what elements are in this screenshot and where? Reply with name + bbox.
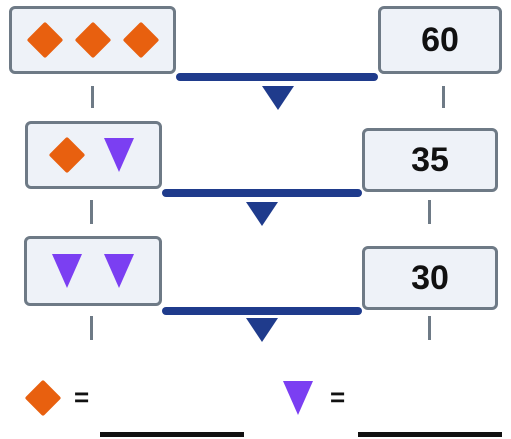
triangle-answer-blank[interactable]: [358, 432, 502, 437]
row1-right-post: [442, 86, 445, 108]
triangle-icon: [103, 138, 134, 172]
row1-left-post: [91, 86, 94, 108]
row2-left-pan: [25, 121, 162, 189]
row1-shape-group: [26, 21, 159, 59]
row3-value: 30: [411, 258, 449, 297]
diamond-icon: [74, 21, 111, 59]
row1-pivot-icon: [262, 86, 294, 110]
diamond-icon: [122, 21, 159, 59]
triangle-icon: [52, 254, 82, 288]
legend-diamond-icon: [24, 379, 62, 417]
row3-left-post: [90, 316, 93, 340]
row2-left-post: [90, 200, 93, 224]
row3-right-pan: 30: [362, 246, 498, 310]
row1-beam: [176, 73, 378, 81]
row2-pivot-icon: [246, 202, 278, 226]
row2-shape-group: [48, 136, 134, 174]
row2-beam: [162, 189, 362, 197]
row1-right-pan: 60: [378, 6, 502, 74]
legend-diamond-equals: =: [74, 382, 90, 412]
row2-right-pan: 35: [362, 128, 498, 192]
diamond-icon: [26, 21, 63, 59]
diamond-icon: [48, 136, 85, 174]
diamond-answer-blank[interactable]: [100, 432, 244, 437]
triangle-icon: [104, 254, 134, 288]
row2-value: 35: [411, 140, 449, 179]
row3-beam: [162, 307, 362, 315]
row1-value: 60: [421, 20, 459, 59]
row2-right-post: [428, 200, 431, 224]
row3-pivot-icon: [246, 318, 278, 342]
legend-triangle-equals: =: [330, 382, 346, 412]
row3-right-post: [428, 316, 431, 340]
row1-left-pan: [9, 6, 176, 74]
row3-left-pan: [24, 236, 162, 306]
legend-triangle-icon: [283, 381, 313, 415]
row3-shape-group: [52, 254, 134, 288]
